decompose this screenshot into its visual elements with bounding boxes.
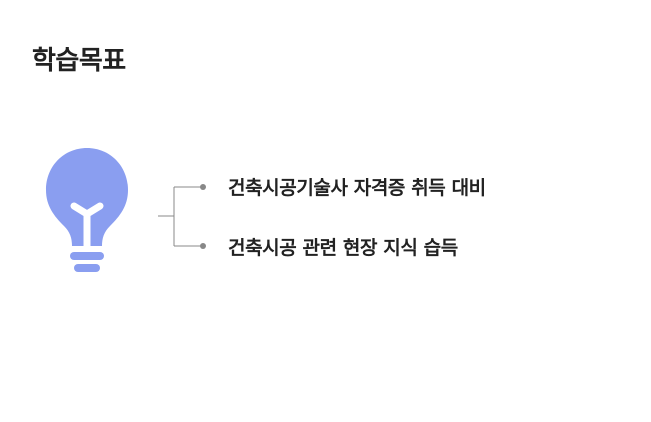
- bullet-dot: [200, 184, 206, 190]
- bulb-filament: [70, 202, 104, 250]
- objective-item: 건축시공 관련 현장 지식 습득: [228, 237, 458, 259]
- bracket-connector: [158, 184, 206, 249]
- objective-item: 건축시공기술사 자격증 취득 대비: [228, 177, 486, 199]
- bullet-dot: [200, 243, 206, 249]
- lightbulb-icon: [46, 148, 128, 272]
- bulb-base-upper: [70, 252, 104, 260]
- bulb-glass: [46, 148, 128, 246]
- bulb-base-lower: [74, 264, 100, 272]
- page-title: 학습목표: [32, 46, 126, 76]
